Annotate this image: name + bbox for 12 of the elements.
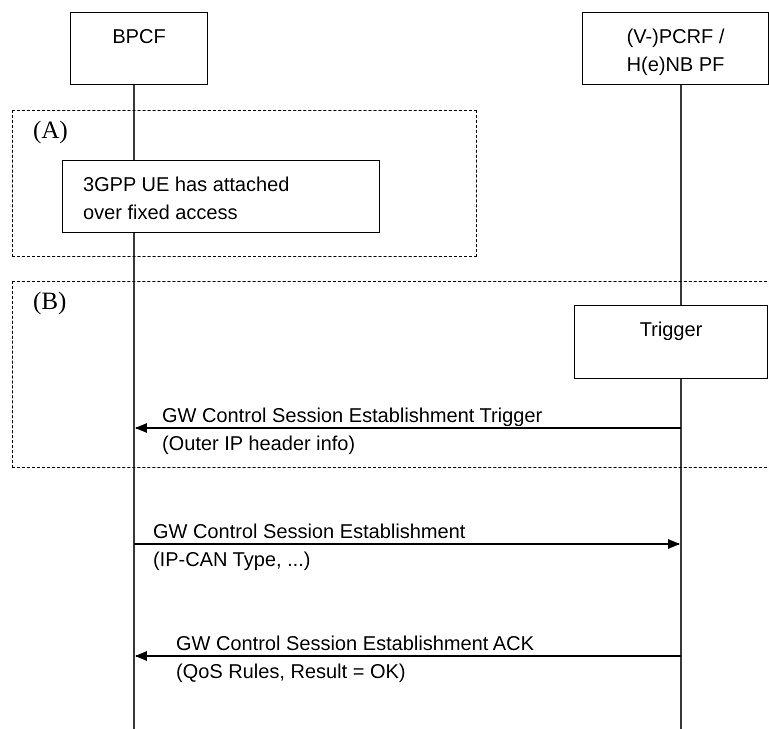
participant-box: (V-)PCRF / H(e)NB PF [582, 12, 769, 85]
group-label: (A) [33, 117, 68, 145]
message-arrow [134, 539, 680, 549]
message-arrow [135, 423, 681, 433]
group-label: (B) [33, 288, 66, 316]
edge-label: GW Control Session Establishment ACK (QoS Rules, Result = OK) [176, 632, 535, 685]
note-box: 3GPP UE has attached over fixed access [62, 160, 380, 233]
edge-label: GW Control Session Establishment Trigger (Outer IP header info) [162, 404, 544, 457]
group-frame [12, 110, 477, 257]
edge-label: GW Control Session Establishment (IP-CAN Type, ...) [153, 520, 466, 573]
message-arrow [135, 651, 681, 661]
participant-box: BPCF [70, 12, 208, 85]
